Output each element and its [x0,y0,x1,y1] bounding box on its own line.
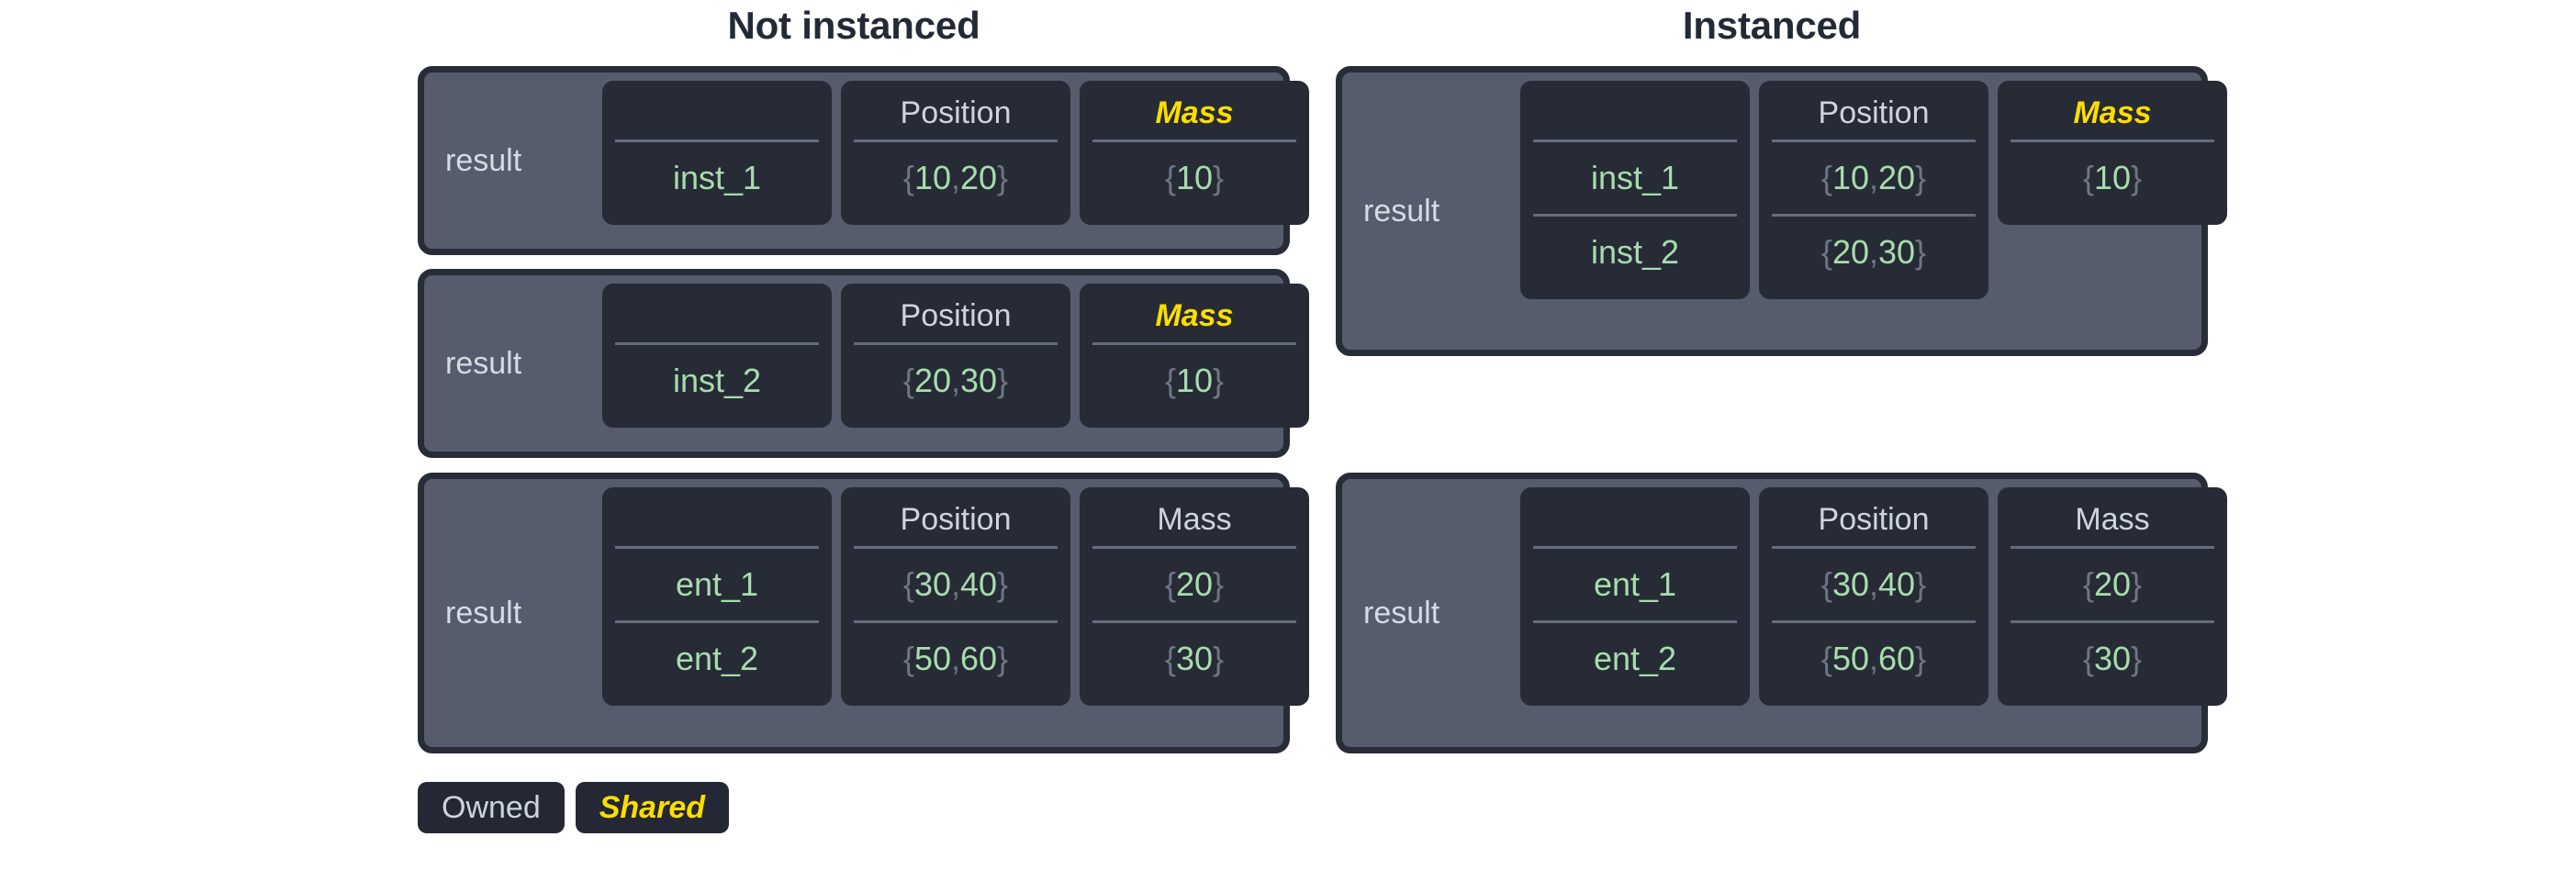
panel-not-instanced-entities: result ent_1 ent_2 Position {30, 40} {50… [418,473,1309,753]
cell-position: {50, 60} [854,620,1058,695]
cell-id: inst_1 [1533,139,1737,214]
cell-id: inst_2 [615,342,819,417]
cell-id: ent_2 [615,620,819,695]
column-mass: Mass {10} [1998,81,2227,225]
cell-id: ent_2 [1533,620,1737,695]
cell-mass: {10} [1092,139,1296,214]
column-position: Position {30, 40} {50, 60} [1759,487,1988,706]
cell-position: {20, 30} [1772,214,1976,288]
entity-table: ent_1 ent_2 Position {30, 40} {50, 60} M… [1520,487,2227,739]
column-mass: Mass {20} {30} [1080,487,1309,706]
cell-mass: {20} [2010,546,2214,620]
column-header-position: Position [900,297,1012,333]
entity-table: inst_2 Position {20, 30} Mass {10} [602,284,1309,443]
legend-chip-shared: Shared [575,782,729,833]
title-not-instanced: Not instanced [727,4,980,47]
column-header-position: Position [900,95,1012,130]
panel-instanced-entities: result ent_1 ent_2 Position {30, 40} {50… [1336,473,2227,753]
column-id: inst_1 inst_2 [1520,81,1750,299]
entity-table: inst_1 Position {10, 20} Mass {10} [602,81,1309,240]
cell-position: {50, 60} [1772,620,1976,695]
result-label: result [1363,595,1440,630]
title-instanced: Instanced [1682,4,1862,47]
column-header-mass: Mass [1155,297,1234,333]
column-header-mass: Mass [1157,501,1232,537]
legend-chip-owned: Owned [418,782,565,833]
column-header-mass: Mass [1155,95,1234,130]
cell-position: {10, 20} [854,139,1058,214]
panel-instanced-instances: result inst_1 inst_2 Position {10, 20} {… [1336,66,2227,356]
column-id: ent_1 ent_2 [1520,487,1750,706]
column-mass: Mass {10} [1080,81,1309,225]
column-header-position: Position [1818,95,1930,130]
cell-position: {30, 40} [854,546,1058,620]
column-mass: Mass {10} [1080,284,1309,428]
cell-mass: {20} [1092,546,1296,620]
result-label: result [445,595,522,630]
entity-table: ent_1 ent_2 Position {30, 40} {50, 60} M… [602,487,1309,739]
cell-id: inst_1 [615,139,819,214]
cell-mass: {10} [2010,139,2214,214]
result-label: result [445,142,522,178]
cell-position: {30, 40} [1772,546,1976,620]
result-label: result [1363,193,1440,229]
cell-position: {20, 30} [854,342,1058,417]
cell-id: ent_1 [1533,546,1737,620]
cell-mass: {30} [2010,620,2214,695]
column-id: inst_1 [602,81,832,225]
cell-mass: {10} [1092,342,1296,417]
column-header-position: Position [900,501,1012,537]
column-id: ent_1 ent_2 [602,487,832,706]
column-position: Position {20, 30} [841,284,1070,428]
panel-not-instanced-inst1: result inst_1 Position {10, 20} Mass {10… [418,66,1309,255]
entity-table: inst_1 inst_2 Position {10, 20} {20, 30}… [1520,81,2227,341]
cell-id: ent_1 [615,546,819,620]
cell-position: {10, 20} [1772,139,1976,214]
column-id: inst_2 [602,284,832,428]
column-header-mass: Mass [2073,95,2152,130]
cell-id: inst_2 [1533,214,1737,288]
cell-mass: {30} [1092,620,1296,695]
result-label: result [445,345,522,381]
column-header-position: Position [1818,501,1930,537]
panel-not-instanced-inst2: result inst_2 Position {20, 30} Mass {10… [418,269,1309,458]
column-header-mass: Mass [2075,501,2150,537]
column-mass: Mass {20} {30} [1998,487,2227,706]
column-position: Position {10, 20} [841,81,1070,225]
legend: Owned Shared [418,782,729,833]
column-position: Position {30, 40} {50, 60} [841,487,1070,706]
column-position: Position {10, 20} {20, 30} [1759,81,1988,299]
